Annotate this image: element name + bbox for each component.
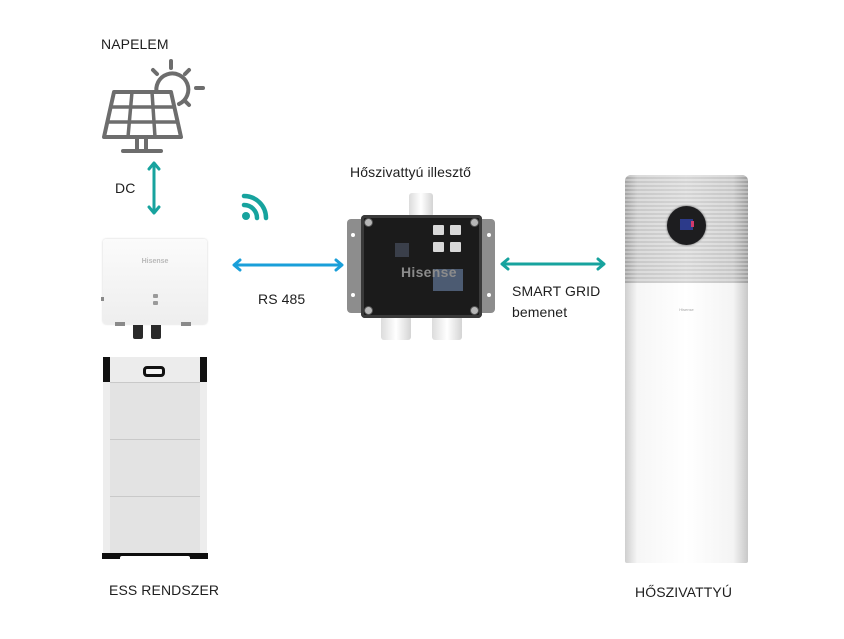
solar-panel-sun-icon (102, 59, 205, 153)
inverter-brand: Hisense (141, 258, 169, 265)
dc-connection-arrow (147, 161, 161, 215)
inverter-led (153, 294, 158, 298)
heat-pump-brand: Hisense (679, 307, 694, 312)
adapter-button (450, 225, 461, 235)
adapter-button (433, 225, 444, 235)
ess-battery-device (102, 357, 208, 559)
inverter-port (181, 322, 191, 326)
adapter-button (450, 242, 461, 252)
inverter-cable (133, 325, 143, 339)
heat-pump-device: Hisense (625, 175, 748, 563)
cable-gland-top (409, 193, 433, 217)
inverter-device: Hisense (101, 239, 207, 339)
inverter-cable (151, 325, 161, 339)
smart-grid-connection-arrow (500, 257, 606, 271)
inverter-port (101, 297, 104, 301)
wifi-signal-icon (241, 193, 269, 221)
cable-gland-bottom-left (381, 316, 411, 340)
solar-panel-label: NAPELEM (101, 36, 169, 52)
adapter-device: Hisense (361, 215, 482, 318)
adapter-button (433, 242, 444, 252)
dc-label: DC (115, 180, 136, 196)
inverter-port (115, 322, 125, 326)
heat-pump-display (667, 206, 706, 245)
rs485-label: RS 485 (258, 291, 306, 307)
rs485-connection-arrow (232, 258, 344, 272)
ess-label: ESS RENDSZER (109, 582, 220, 598)
adapter-label: Hőszivattyú illesztő (350, 164, 472, 180)
smart-grid-label: SMART GRID (512, 283, 601, 299)
inverter-led (153, 301, 158, 305)
adapter-brand: Hisense (401, 264, 457, 280)
ess-handle (143, 366, 165, 377)
heat-pump-label: HŐSZIVATTYÚ (635, 584, 733, 600)
smart-grid-sublabel: bemenet (512, 304, 568, 320)
cable-gland-bottom-right (432, 316, 462, 340)
